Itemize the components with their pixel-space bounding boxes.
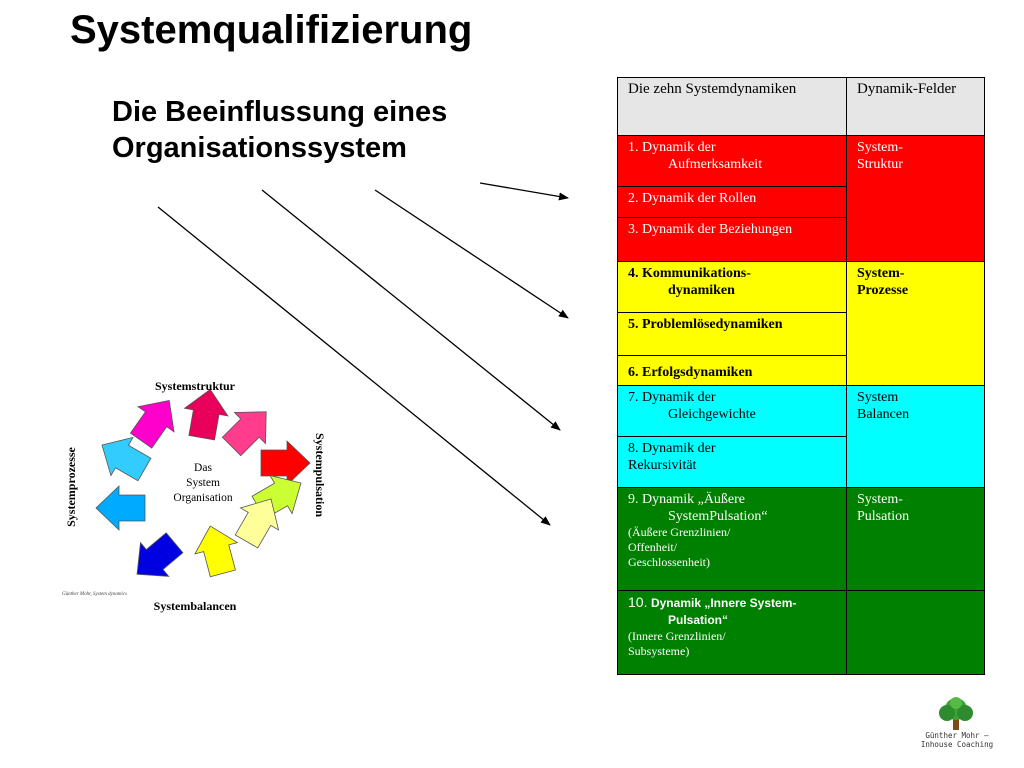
table-row: 2. Dynamik der Rollen [617, 186, 985, 218]
logo-line-2: Inhouse Coaching [920, 740, 994, 749]
cell-dynamik-6: 6. Erfolgsdynamiken [617, 355, 847, 386]
dyn-10-b: Pulsation“ [668, 613, 729, 627]
field-struktur-b: Struktur [857, 157, 903, 172]
dyn-10-a: Dynamik „Innere System- [650, 596, 797, 610]
table-row: 3. Dynamik der Beziehungen [617, 217, 985, 262]
cell-dynamik-7: 7. Dynamik der Gleichgewichte [617, 385, 847, 437]
cell-dynamik-8: 8. Dynamik der Rekursivität [617, 436, 847, 488]
cycle-arrow-crimson [179, 385, 233, 443]
cycle-arrow-yellow [188, 519, 245, 580]
cycle-arrow-cyan [95, 485, 146, 531]
cycle-credit: Günther Mohr, System dynamics [62, 592, 127, 597]
field-pulsation-a: System- [857, 492, 903, 507]
company-logo: Günther Mohr – Inhouse Coaching [916, 697, 996, 752]
cycle-center-2: System [186, 477, 220, 489]
field-prozesse-b: Prozesse [857, 283, 909, 298]
dyn-9-a: 9. Dynamik „Äußere [628, 492, 746, 507]
dyn-10-d: Subsysteme) [628, 644, 690, 658]
dyn-9-c: (Äußere Grenzlinien/ [628, 525, 731, 539]
dyn-8-b: Rekursivität [628, 458, 697, 473]
table-row: 10. Dynamik „Innere System- Pulsation“ (… [617, 590, 985, 675]
field-balancen: System Balancen [846, 385, 985, 488]
dyn-9-e: Geschlossenheit) [628, 555, 710, 569]
arrow-to-prozesse [374, 189, 569, 319]
systemdynamics-table: Die zehn Systemdynamiken Dynamik-Felder … [617, 77, 985, 675]
cycle-label-left: Systemprozesse [64, 446, 78, 526]
table-row: 5. Problemlösedynamiken [617, 312, 985, 356]
dyn-9-d: Offenheit/ [628, 540, 678, 554]
system-cycle-diagram: Systemstruktur Systembalancen Systemproz… [64, 379, 327, 613]
tree-icon [939, 697, 973, 730]
subtitle-line-1: Die Beeinflussung eines [112, 96, 448, 128]
table-row: 1. Dynamik der Aufmerksamkeit System- St… [617, 135, 985, 262]
cycle-label-bottom: Systembalancen [154, 599, 237, 613]
cell-dynamik-9: 9. Dynamik „Äußere SystemPulsation“ (Äuß… [617, 487, 847, 591]
cell-dynamik-3: 3. Dynamik der Beziehungen [617, 217, 847, 262]
cell-dynamik-5: 5. Problemlösedynamiken [617, 312, 847, 356]
dyn-1-b: Aufmerksamkeit [668, 157, 763, 172]
table-row: 8. Dynamik der Rekursivität [617, 436, 985, 488]
table-row: 9. Dynamik „Äußere SystemPulsation“ (Äuß… [617, 487, 985, 591]
page-title: Systemqualifizierung [70, 8, 473, 52]
cycle-label-top: Systemstruktur [155, 379, 236, 393]
table-row: 6. Erfolgsdynamiken [617, 355, 985, 386]
dyn-7-a: 7. Dynamik der [628, 390, 716, 405]
cell-dynamik-4: 4. Kommunikations- dynamiken [617, 261, 847, 313]
cell-dynamik-2: 2. Dynamik der Rollen [617, 186, 847, 218]
field-balancen-b: Balancen [857, 407, 910, 422]
header-fields: Dynamik-Felder [846, 77, 985, 136]
dyn-1-a: 1. Dynamik der [628, 140, 716, 155]
field-prozesse-a: System- [857, 266, 905, 281]
cycle-arrow-magenta [122, 387, 188, 454]
dyn-9-b: SystemPulsation“ [668, 509, 768, 524]
field-balancen-a: System [857, 390, 899, 405]
field-prozesse: System- Prozesse [846, 261, 985, 386]
dyn-4-b: dynamiken [668, 283, 735, 298]
page-subtitle: Die Beeinflussung eines Organisationssys… [112, 94, 447, 166]
cycle-arrow-blue [122, 525, 190, 592]
logo-line-1: Günther Mohr – [925, 731, 989, 740]
field-pulsation-b: Pulsation [857, 509, 910, 524]
table-row: 4. Kommunikations- dynamiken System- Pro… [617, 261, 985, 386]
cell-dynamik-10: 10. Dynamik „Innere System- Pulsation“ (… [617, 590, 847, 675]
field-struktur: System- Struktur [846, 135, 985, 262]
dyn-10-num: 10. [628, 594, 648, 610]
dyn-7-b: Gleichgewichte [668, 407, 756, 422]
logo-text: Günther Mohr – Inhouse Coaching [916, 731, 998, 749]
dyn-8-a: 8. Dynamik der [628, 441, 716, 456]
table-row: 7. Dynamik der Gleichgewichte System Bal… [617, 385, 985, 488]
arrow-to-struktur [479, 182, 569, 201]
field-pulsation: System- Pulsation [846, 487, 985, 591]
cycle-arrow-red [260, 440, 311, 486]
dyn-4-a: 4. Kommunikations- [628, 266, 751, 281]
cycle-label-right: Systempulsation [313, 433, 327, 517]
header-dynamics: Die zehn Systemdynamiken [617, 77, 847, 136]
table-header-row: Die zehn Systemdynamiken Dynamik-Felder [617, 77, 985, 136]
arrow-to-balancen [261, 189, 561, 431]
cycle-center-3: Organisation [173, 492, 232, 504]
subtitle-line-2: Organisationssystem [112, 132, 407, 164]
cell-dynamik-1: 1. Dynamik der Aufmerksamkeit [617, 135, 847, 187]
field-struktur-a: System- [857, 140, 903, 155]
arrow-to-pulsation [157, 206, 551, 526]
cycle-center-1: Das [194, 462, 212, 474]
field-empty [846, 590, 985, 675]
dyn-10-c: (Innere Grenzlinien/ [628, 629, 726, 643]
